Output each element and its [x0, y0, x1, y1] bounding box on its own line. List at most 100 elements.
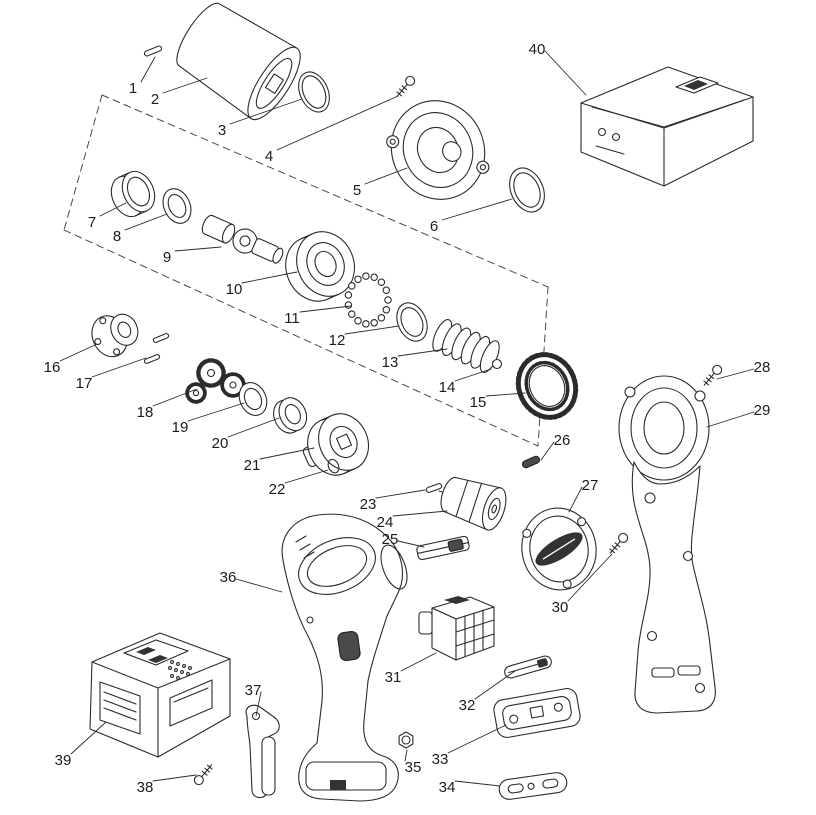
part-number-19: 19: [172, 419, 189, 436]
leader-line-24: [392, 510, 448, 517]
leader-line-4: [276, 95, 399, 151]
part-number-40: 40: [529, 41, 546, 58]
part-16-output-hub: [91, 313, 139, 358]
part-32-button-cover: [504, 655, 552, 679]
part-number-25: 25: [382, 531, 399, 548]
part-number-21: 21: [244, 457, 261, 474]
leader-line-26: [540, 441, 555, 461]
part-number-24: 24: [377, 514, 394, 531]
axis-dashed-lines: [63, 94, 549, 447]
leader-line-39: [70, 721, 107, 755]
part-3-o-ring: [298, 71, 330, 113]
part-number-1: 1: [129, 80, 137, 97]
leader-line-22: [284, 469, 329, 484]
leader-line-10: [241, 271, 298, 284]
part-20-washer: [273, 397, 308, 434]
leader-line-19: [187, 402, 245, 422]
part-number-36: 36: [220, 569, 237, 586]
part-8-washer: [162, 188, 192, 224]
part-14-ball: [491, 358, 503, 370]
leader-line-38: [152, 774, 197, 782]
part-18-planet-gears: [185, 358, 246, 404]
leader-line-17: [91, 357, 147, 378]
leader-line-23: [375, 489, 426, 499]
leader-line-28: [716, 368, 755, 380]
part-9-anvil: [201, 214, 284, 264]
part-23-pin: [425, 483, 443, 493]
part-number-27: 27: [582, 477, 599, 494]
part-number-8: 8: [113, 228, 121, 245]
part-number-26: 26: [554, 432, 571, 449]
part-number-22: 22: [269, 481, 286, 498]
leader-line-34: [454, 780, 501, 787]
part-5-hammer-case: [386, 100, 490, 200]
part-1-pin: [143, 45, 163, 57]
part-34-bracket: [498, 772, 568, 800]
part-number-23: 23: [360, 496, 377, 513]
part-29-housing-right: [618, 375, 716, 714]
leader-line-29: [706, 411, 755, 428]
leader-line-8: [124, 213, 168, 231]
leader-line-11: [299, 305, 352, 313]
part-number-12: 12: [329, 332, 346, 349]
leader-line-3: [229, 98, 303, 125]
leader-line-16: [59, 343, 98, 362]
part-40-charger: [580, 66, 754, 187]
part-13-spring: [432, 319, 500, 373]
leader-line-18: [152, 388, 198, 407]
part-39-battery-pack: [89, 632, 231, 758]
part-number-31: 31: [385, 669, 402, 686]
part-number-6: 6: [430, 218, 438, 235]
part-22-front-ring: [327, 458, 340, 474]
part-number-14: 14: [439, 379, 456, 396]
part-33-base-plate: [493, 688, 581, 738]
part-35-nut: [398, 731, 414, 749]
leader-line-1: [140, 56, 156, 83]
part-number-30: 30: [552, 599, 569, 616]
part-2-drum: [176, 2, 301, 121]
leader-line-33: [447, 724, 507, 754]
leader-line-37: [255, 691, 262, 717]
part-30-screw: [609, 532, 629, 554]
part-number-9: 9: [163, 249, 171, 266]
leader-line-5: [364, 167, 408, 185]
part-25-plate: [416, 535, 470, 561]
leader-line-6: [441, 198, 513, 221]
part-number-15: 15: [470, 394, 487, 411]
part-number-16: 16: [44, 359, 61, 376]
part-number-2: 2: [151, 91, 159, 108]
leader-line-35: [404, 749, 408, 762]
part-number-37: 37: [245, 682, 262, 699]
part-24-rotor: [438, 476, 507, 531]
leader-line-9: [174, 246, 222, 252]
part-number-17: 17: [76, 375, 93, 392]
leader-line-2: [162, 77, 208, 94]
leader-line-20: [227, 417, 280, 438]
part-31-switch: [418, 596, 495, 661]
part-number-35: 35: [405, 759, 422, 776]
part-number-4: 4: [265, 148, 273, 165]
part-7-bearing-sleeve: [110, 170, 156, 218]
part-number-28: 28: [754, 359, 771, 376]
leader-line-12: [344, 325, 400, 335]
part-27-motor-end-cap: [521, 507, 597, 591]
leader-line-31: [400, 652, 437, 672]
part-36-main-housing: [281, 513, 408, 802]
part-26-pin: [521, 455, 541, 469]
part-number-39: 39: [55, 752, 72, 769]
part-38-screw: [193, 764, 213, 786]
leader-line-40: [544, 50, 587, 96]
part-10-hammer: [285, 231, 356, 302]
leader-line-13: [397, 348, 448, 357]
battery-vent-dots: [168, 660, 192, 680]
part-labels: 1234567891011121314151617181920212223242…: [44, 41, 771, 796]
leader-line-30: [567, 553, 613, 602]
leader-line-15: [485, 392, 526, 397]
part-number-29: 29: [754, 402, 771, 419]
leader-line-21: [259, 447, 315, 460]
part-6-o-ring: [509, 167, 545, 213]
part-number-5: 5: [353, 182, 361, 199]
leader-line-36: [235, 578, 283, 593]
part-21-spindle-hub: [302, 413, 370, 476]
